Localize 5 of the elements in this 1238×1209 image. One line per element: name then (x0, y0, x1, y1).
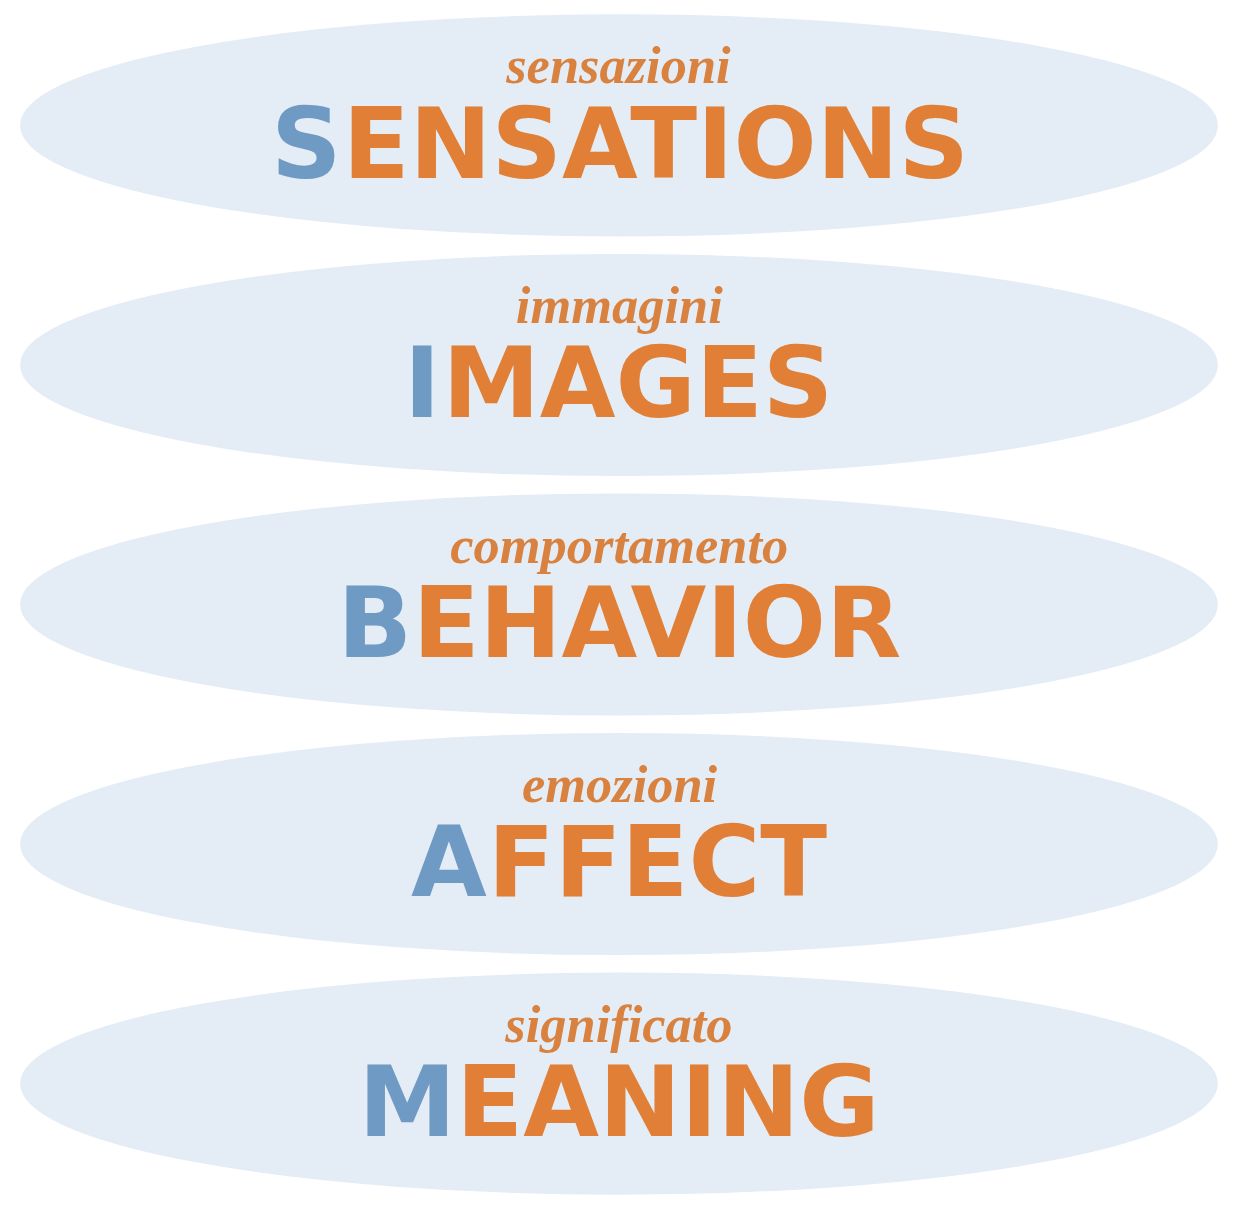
node-ellipse: significato MEANING (20, 972, 1218, 1195)
node-ellipse: comportamento BEHAVIOR (20, 493, 1218, 716)
node-ellipse: emozioni AFFECT (20, 733, 1218, 956)
node-ellipse: immagini IMAGES (20, 253, 1218, 476)
node-ellipse: sensazioni SENSATIONS (20, 14, 1218, 237)
